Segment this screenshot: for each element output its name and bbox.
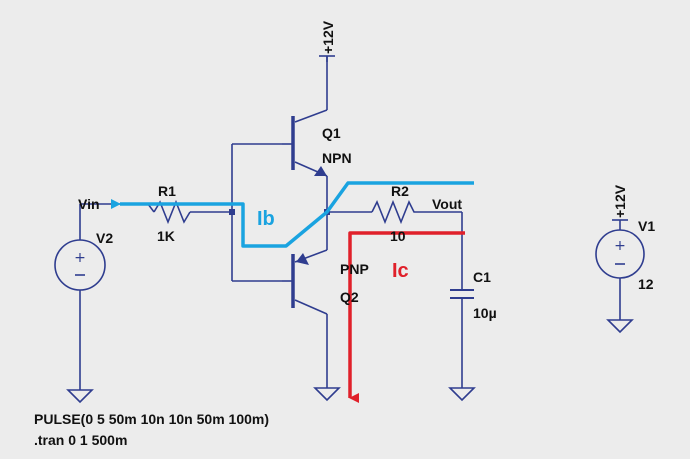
ground-icon bbox=[313, 387, 341, 402]
svg-text:+: + bbox=[74, 250, 86, 266]
c1-value-label: 10µ bbox=[473, 305, 497, 321]
svg-text:+: + bbox=[614, 238, 626, 254]
ic-annotation-label: Ic bbox=[392, 260, 409, 282]
v1-name-label: V1 bbox=[638, 218, 655, 234]
ground-icon bbox=[606, 319, 634, 334]
voltage-source-v2-symbol[interactable]: + bbox=[54, 239, 106, 291]
v2-name-label: V2 bbox=[96, 230, 113, 246]
v1-value-label: 12 bbox=[638, 276, 654, 292]
ground-icon bbox=[66, 389, 94, 404]
net-label-vin: Vin bbox=[78, 196, 100, 212]
supply-flag-top bbox=[319, 55, 335, 62]
r2-name-label: R2 bbox=[391, 183, 409, 199]
transistor-q2-symbol[interactable] bbox=[282, 253, 309, 308]
q2-type-label: PNP bbox=[340, 261, 369, 277]
capacitor-c1-symbol[interactable] bbox=[450, 289, 474, 299]
r1-value-label: 1K bbox=[157, 228, 175, 244]
q2-name-label: Q2 bbox=[340, 289, 359, 305]
q1-type-label: NPN bbox=[322, 150, 352, 166]
resistor-r2-symbol[interactable] bbox=[371, 199, 418, 225]
ic-current-path bbox=[348, 231, 465, 403]
c1-name-label: C1 bbox=[473, 269, 491, 285]
junction-dot-base bbox=[229, 209, 235, 215]
r2-value-label: 10 bbox=[390, 228, 406, 244]
spice-source-text: PULSE(0 5 50m 10n 10n 50m 100m) bbox=[34, 411, 270, 427]
ib-current-path bbox=[111, 181, 474, 248]
spice-directive-text: .tran 0 1 500m bbox=[34, 432, 128, 448]
net-label-vout: Vout bbox=[432, 196, 462, 212]
transistor-q1-symbol[interactable] bbox=[282, 116, 327, 176]
ground-icon bbox=[448, 387, 476, 402]
ib-annotation-label: Ib bbox=[257, 208, 275, 230]
voltage-source-v1-symbol[interactable]: + bbox=[595, 229, 645, 279]
supply-label-top: +12V bbox=[320, 20, 336, 54]
q1-name-label: Q1 bbox=[322, 125, 341, 141]
r1-name-label: R1 bbox=[158, 183, 176, 199]
supply-label-v1: +12V bbox=[612, 184, 628, 218]
